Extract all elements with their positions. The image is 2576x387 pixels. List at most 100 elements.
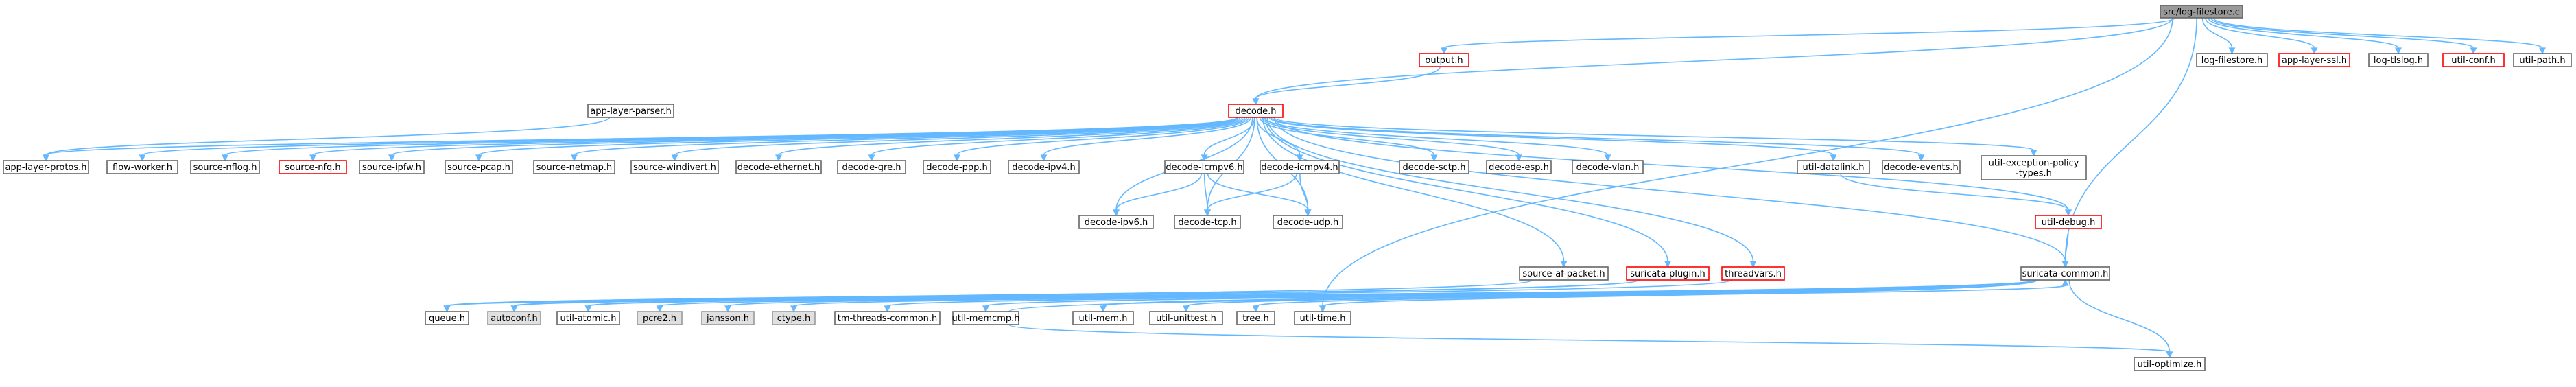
edge-line bbox=[1273, 117, 2066, 262]
node-utilunittest[interactable]: util-unittest.h bbox=[1149, 311, 1223, 325]
node-label: decode-ethernet.h bbox=[737, 163, 820, 173]
node-utilpath[interactable]: util-path.h bbox=[2513, 53, 2572, 67]
node-root[interactable]: src/log-filestore.c bbox=[2160, 5, 2243, 19]
node-suricatacommon[interactable]: suricata-common.h bbox=[2020, 266, 2110, 281]
node-decodeicmpv4[interactable]: decode-icmpv4.h bbox=[1260, 160, 1340, 174]
node-label: util-path.h bbox=[2519, 56, 2565, 66]
node-box bbox=[1519, 266, 1609, 281]
node-sourcenflog[interactable]: source-nflog.h bbox=[190, 160, 260, 174]
node-box bbox=[1008, 160, 1080, 174]
node-utildebug[interactable]: util-debug.h bbox=[2035, 215, 2102, 229]
node-utiltime[interactable]: util-time.h bbox=[1294, 311, 1351, 325]
edge-root-utilconf bbox=[2210, 17, 2477, 55]
node-decodegre[interactable]: decode-gre.h bbox=[837, 160, 906, 174]
node-autoconf[interactable]: autoconf.h bbox=[487, 311, 541, 325]
node-label: decode-events.h bbox=[1884, 163, 1958, 173]
node-decodeevents[interactable]: decode-events.h bbox=[1882, 160, 1961, 174]
edge-arrowhead bbox=[790, 305, 797, 313]
node-sourcepcap[interactable]: source-pcap.h bbox=[445, 160, 513, 174]
node-utilatomic[interactable]: util-atomic.h bbox=[556, 311, 620, 325]
edge-arrowhead bbox=[2061, 261, 2069, 268]
edge-line bbox=[1008, 285, 2066, 312]
node-box bbox=[445, 160, 513, 174]
node-logfilestore[interactable]: log-filestore.h bbox=[2196, 53, 2268, 67]
node-label: tree.h bbox=[1242, 314, 1269, 324]
edge-arrowhead bbox=[1252, 98, 1260, 106]
node-box bbox=[2160, 5, 2243, 19]
node-box bbox=[279, 160, 347, 174]
edge-line bbox=[1273, 117, 2069, 211]
node-label: util-memcmp.h bbox=[952, 314, 1019, 324]
node-sourcenfq[interactable]: source-nfq.h bbox=[279, 160, 347, 174]
node-decodeesp[interactable]: decode-esp.h bbox=[1486, 160, 1552, 174]
edge-line bbox=[1259, 117, 1435, 156]
edge-arrowhead bbox=[2311, 47, 2318, 55]
node-box bbox=[1797, 160, 1870, 174]
edge-line bbox=[1043, 117, 1252, 156]
node-label: decode-ipv4.h bbox=[1012, 163, 1076, 173]
node-utilmem[interactable]: util-mem.h bbox=[1072, 311, 1134, 325]
node-decodeppp[interactable]: decode-ppp.h bbox=[923, 160, 991, 174]
node-utilmemcmp[interactable]: util-memcmp.h bbox=[952, 311, 1020, 325]
node-label: decode-ppp.h bbox=[926, 163, 987, 173]
node-decodesctp[interactable]: decode-sctp.h bbox=[1399, 160, 1469, 174]
node-jansson[interactable]: jansson.h bbox=[701, 311, 755, 325]
node-box bbox=[2368, 53, 2429, 67]
edge-line bbox=[2201, 17, 2233, 49]
node-decodeudp[interactable]: decode-udp.h bbox=[1273, 215, 1343, 229]
edge-line bbox=[1322, 17, 2173, 307]
node-utilexceptionpolicy[interactable]: util-exception-policy-types.h bbox=[1981, 155, 2087, 180]
node-sourcenetmap[interactable]: source-netmap.h bbox=[533, 160, 615, 174]
edge-decode-threadvars bbox=[1266, 117, 1757, 268]
node-applayerparser[interactable]: app-layer-parser.h bbox=[587, 104, 674, 118]
node-decodeipv4[interactable]: decode-ipv4.h bbox=[1008, 160, 1080, 174]
node-box bbox=[359, 160, 425, 174]
node-label: decode-icmpv4.h bbox=[1261, 163, 1338, 173]
node-tree[interactable]: tree.h bbox=[1236, 311, 1275, 325]
edge-arrowhead bbox=[982, 305, 989, 313]
node-applayerprotos[interactable]: app-layer-protos.h bbox=[3, 160, 89, 174]
edge-line bbox=[1840, 173, 2069, 211]
node-utilconf[interactable]: util-conf.h bbox=[2442, 53, 2505, 67]
node-sourceipfw[interactable]: source-ipfw.h bbox=[359, 160, 425, 174]
node-ctype[interactable]: ctype.h bbox=[772, 311, 816, 325]
node-box bbox=[837, 160, 906, 174]
node-decodeethernet[interactable]: decode-ethernet.h bbox=[735, 160, 822, 174]
node-box bbox=[2035, 215, 2102, 229]
node-label: util-exception-policy bbox=[1989, 159, 2079, 169]
node-logtlslog[interactable]: log-tlslog.h bbox=[2368, 53, 2429, 67]
node-label: tm-threads-common.h bbox=[838, 314, 938, 324]
node-box bbox=[1174, 215, 1241, 229]
node-suricataplugin[interactable]: suricata-plugin.h bbox=[1626, 266, 1710, 281]
node-threadvars[interactable]: threadvars.h bbox=[1721, 266, 1785, 281]
node-tmthreadscommon[interactable]: tm-threads-common.h bbox=[834, 311, 941, 325]
node-box bbox=[1072, 311, 1134, 325]
node-decodetcp[interactable]: decode-tcp.h bbox=[1174, 215, 1241, 229]
node-sourceafpacket[interactable]: source-af-packet.h bbox=[1519, 266, 1609, 281]
edge-root-utilpath bbox=[2212, 17, 2546, 55]
edge-arrowhead bbox=[139, 154, 146, 162]
node-queue[interactable]: queue.h bbox=[425, 311, 469, 325]
node-decode[interactable]: decode.h bbox=[1228, 104, 1284, 118]
node-pcre2[interactable]: pcre2.h bbox=[637, 311, 683, 325]
node-utiloptimize[interactable]: util-optimize.h bbox=[2134, 357, 2206, 371]
node-label: suricata-common.h bbox=[2022, 269, 2109, 279]
node-decodeipv6[interactable]: decode-ipv6.h bbox=[1078, 215, 1154, 229]
node-label: decode-icmpv6.h bbox=[1166, 163, 1242, 173]
edge-line bbox=[674, 117, 1243, 156]
edge-decode-sourcewindivert bbox=[671, 117, 1243, 162]
edge-decode-utildatalink bbox=[1268, 117, 1837, 162]
node-utildatalink[interactable]: util-datalink.h bbox=[1797, 160, 1870, 174]
node-flowworker[interactable]: flow-worker.h bbox=[106, 160, 178, 174]
node-sourcewindivert[interactable]: source-windivert.h bbox=[630, 160, 719, 174]
node-applayerssl[interactable]: app-layer-ssl.h bbox=[2278, 53, 2350, 67]
node-output[interactable]: output.h bbox=[1419, 53, 1469, 67]
node-decodeicmpv6[interactable]: decode-icmpv6.h bbox=[1164, 160, 1244, 174]
node-label: app-layer-ssl.h bbox=[2282, 56, 2347, 66]
node-decodevlan[interactable]: decode-vlan.h bbox=[1572, 160, 1644, 174]
node-box bbox=[735, 160, 822, 174]
node-box bbox=[637, 311, 683, 325]
node-box bbox=[1572, 160, 1644, 174]
edge-arrowhead bbox=[775, 154, 782, 162]
node-label: util-optimize.h bbox=[2138, 360, 2202, 370]
